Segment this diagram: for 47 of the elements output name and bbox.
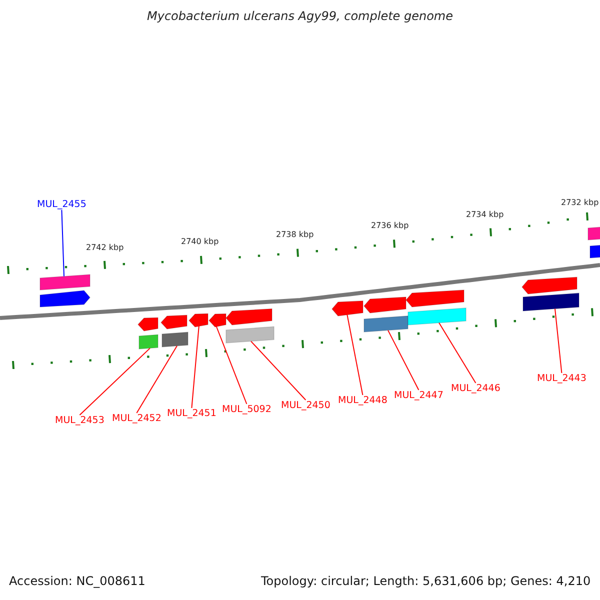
gene-feature <box>160 314 188 330</box>
gene-label: MUL_2452 <box>112 413 162 424</box>
scale-label: 2736 kbp <box>371 221 409 230</box>
gene-feature <box>138 334 158 350</box>
gene-label: MUL_2453 <box>55 415 104 426</box>
scale-label: 2738 kbp <box>276 230 314 239</box>
gene-feature <box>590 244 600 258</box>
gene-feature <box>588 226 600 240</box>
scale-label: 2740 kbp <box>181 237 219 246</box>
title: Mycobacterium ulcerans Agy99, complete genome <box>146 9 454 23</box>
gene-feature <box>208 313 226 328</box>
leader-line <box>554 308 562 374</box>
gene-feature <box>137 317 158 332</box>
gene-label: MUL_2443 <box>537 373 586 384</box>
leader-line <box>438 322 476 384</box>
gene-feature <box>364 316 408 332</box>
gene-feature <box>226 326 274 344</box>
footer-text: Topology: circular; Length: 5,631,606 bp; Genes: 4,210 <box>261 574 591 588</box>
leader-line <box>136 345 178 414</box>
gene-feature <box>521 276 578 294</box>
leader-line <box>79 348 150 416</box>
leader-line <box>191 324 200 408</box>
gene-feature <box>405 290 464 308</box>
scale-label: 2732 kbp <box>561 198 599 207</box>
scale-label: 2742 kbp <box>86 243 124 252</box>
leader-line <box>250 340 306 400</box>
scale-label: 2734 kbp <box>466 210 504 219</box>
gene-feature <box>522 292 580 312</box>
gene-label: MUL_2448 <box>338 395 388 406</box>
footer-text: Accession: NC_008611 <box>9 574 146 588</box>
gene-label: MUL_2446 <box>451 383 500 394</box>
gene-label: MUL_2455 <box>37 199 86 210</box>
leader-line <box>346 313 364 396</box>
gene-label: MUL_2447 <box>394 390 444 401</box>
gene-feature <box>40 274 90 290</box>
gene-label: MUL_2451 <box>167 408 216 419</box>
leader-line <box>61 210 64 277</box>
leader-line <box>216 325 248 404</box>
gene-feature <box>363 296 406 314</box>
gene-feature <box>331 300 364 316</box>
gene-label: MUL_2450 <box>281 400 330 411</box>
gene-feature <box>188 313 208 328</box>
gene-label: MUL_5092 <box>222 404 272 415</box>
gene-feature <box>162 332 188 348</box>
leader-line <box>388 330 420 390</box>
gene-feature <box>408 308 466 326</box>
gene-feature <box>40 290 91 308</box>
